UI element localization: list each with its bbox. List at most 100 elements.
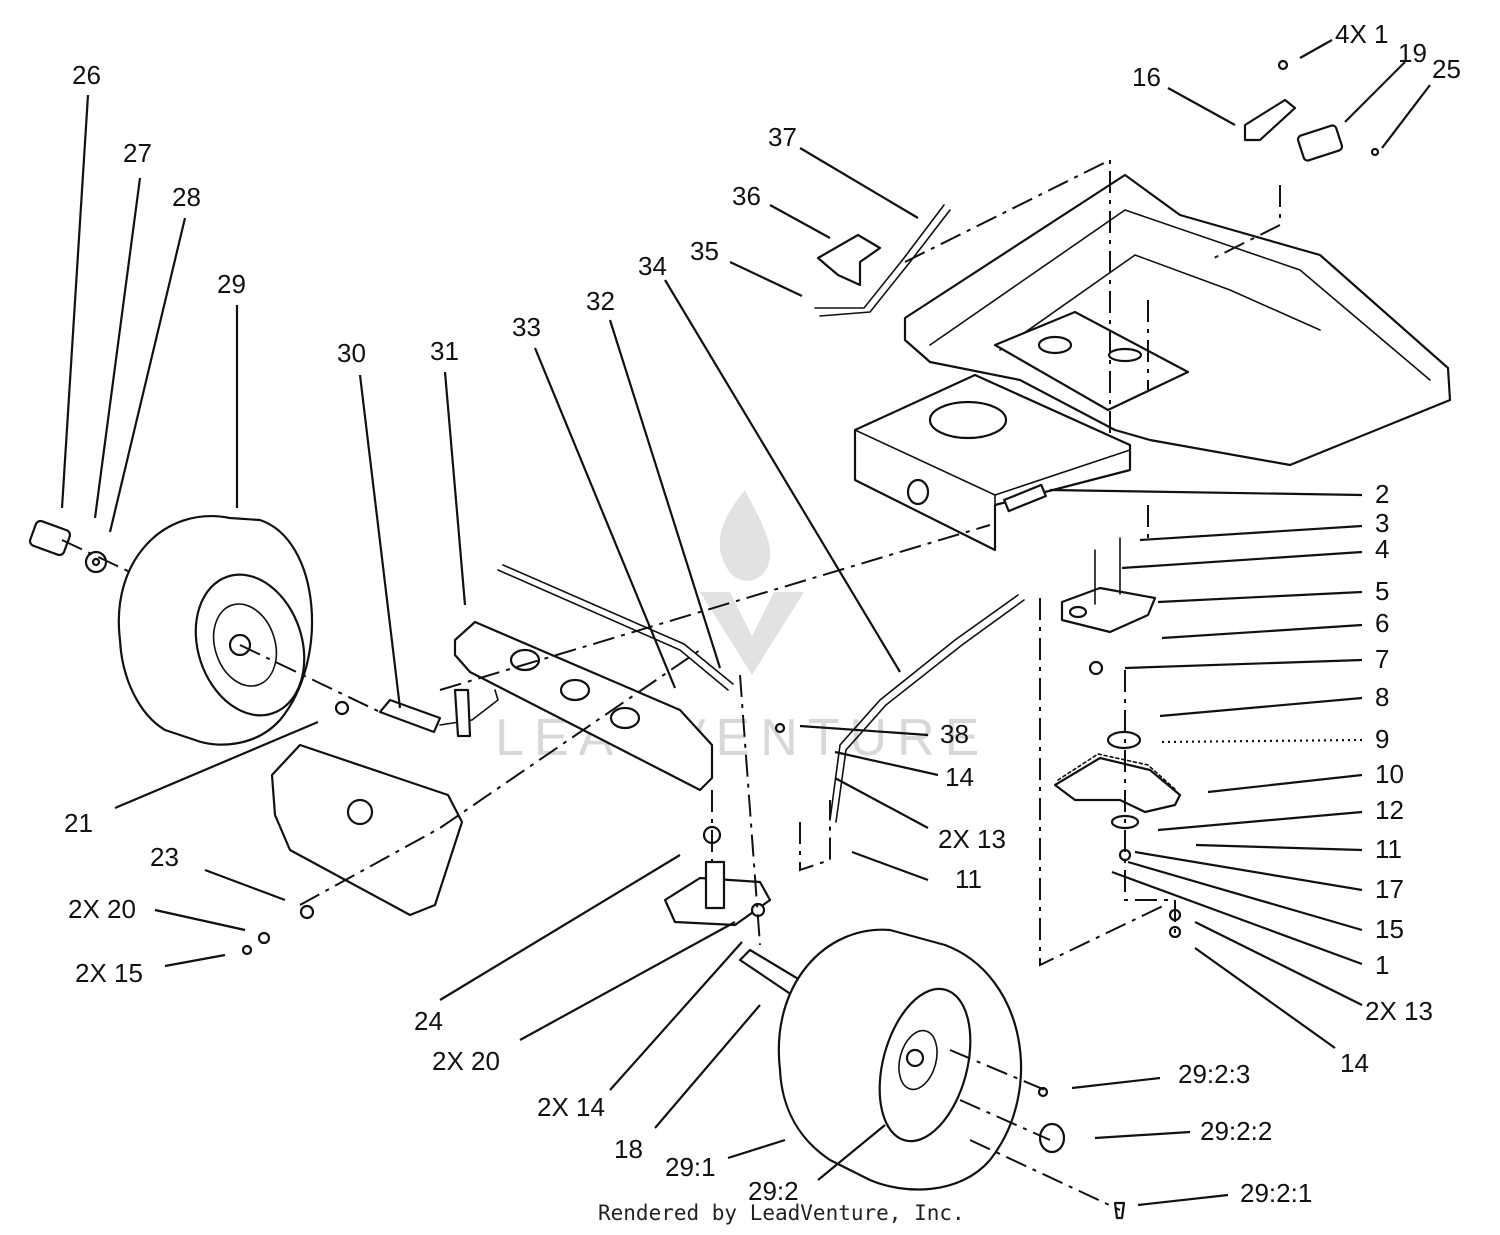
leader-29-2-2 (1094, 1130, 1191, 1140)
watermark-v-icon (700, 592, 804, 675)
axle-hole-2 (559, 678, 591, 702)
callout-28: 28 (172, 182, 201, 212)
bracket-16 (1243, 98, 1297, 142)
leader-31 (443, 371, 467, 606)
callout-16: 16 (1132, 62, 1161, 92)
leader-37 (799, 147, 919, 219)
leader-28 (108, 217, 187, 533)
leader-29-1 (727, 1138, 786, 1160)
leader-5 (1157, 590, 1363, 604)
leader-8 (1159, 696, 1363, 718)
callout-31: 31 (430, 336, 459, 366)
assembly-line-15 (959, 1099, 1051, 1141)
leader-23 (204, 868, 286, 902)
leader-2x13b (1194, 921, 1363, 1006)
leader-2 (1049, 488, 1363, 497)
leader-26 (60, 94, 90, 509)
shield-hole (346, 798, 374, 826)
callout-2x15: 2X 15 (75, 958, 143, 988)
bearing-29-2-2 (1038, 1122, 1066, 1154)
leader-4 (1121, 550, 1363, 570)
assembly-line-2 (1209, 185, 1281, 261)
nut-1 (1277, 59, 1289, 71)
watermark-flame-icon (719, 490, 771, 581)
washer-21 (334, 700, 350, 716)
leader-2x20b (519, 921, 736, 1041)
callout-11b: 11 (1375, 834, 1402, 864)
bracket-16-assembly (1243, 59, 1380, 162)
leader-9 (1159, 738, 1363, 744)
assembly-line-16 (969, 1139, 1121, 1211)
leader-19 (1344, 61, 1406, 123)
leader-14a (834, 750, 939, 777)
drag-link-34 (829, 594, 1019, 821)
callout-11a: 11 (955, 864, 982, 894)
axle-hole-1 (509, 648, 541, 672)
leader-2x15 (164, 953, 226, 968)
callout-38: 38 (940, 719, 969, 749)
bracket-36 (816, 233, 882, 287)
frame-assembly (853, 173, 1452, 552)
right-rim (878, 987, 972, 1143)
leader-32 (608, 319, 722, 669)
callout-36: 36 (732, 181, 761, 211)
front-axle-assembly (270, 620, 714, 917)
callout-15b: 15 (1375, 914, 1404, 944)
callout-14c: 14 (1340, 1048, 1369, 1078)
tie-rod-33-b (502, 564, 734, 685)
leader-29-2-3 (1071, 1076, 1161, 1090)
leader-36 (769, 204, 831, 239)
callout-4: 4 (1375, 534, 1389, 564)
leader-3 (1139, 524, 1363, 542)
callout-29-2-3: 29:2:3 (1178, 1059, 1250, 1089)
assembly-line-6 (439, 524, 991, 691)
steering-gear-assembly (1053, 537, 1182, 939)
assembly-line-4 (61, 539, 131, 573)
leader-16 (1167, 87, 1236, 126)
leader-34 (664, 279, 901, 673)
frame-side-hole (906, 478, 930, 506)
gear-teeth (1057, 753, 1177, 791)
rod-37-b (814, 204, 945, 309)
callout-21: 21 (64, 808, 93, 838)
spindle-24-post (704, 860, 726, 910)
part-25-screw (1370, 147, 1380, 157)
callout-32: 32 (586, 286, 615, 316)
assembly-line-14 (949, 1049, 1046, 1091)
frame-footrest (903, 173, 1452, 467)
tie-rod-33 (497, 569, 729, 691)
leader-4x1 (1299, 39, 1333, 59)
assembly-line-12 (739, 674, 761, 946)
callout-8: 8 (1375, 682, 1389, 712)
frame-front-box (853, 373, 1132, 552)
callout-29-2-2: 29:2:2 (1200, 1116, 1272, 1146)
leader-30 (358, 374, 402, 709)
part-19-block (1296, 124, 1344, 162)
callout-2: 2 (1375, 479, 1389, 509)
leader-38 (799, 724, 929, 737)
callout-37: 37 (768, 122, 797, 152)
callout-2x13b: 2X 13 (1365, 996, 1433, 1026)
assembly-lines (61, 158, 1281, 1211)
frame-plate-hole (1037, 335, 1073, 355)
callout-14a: 14 (945, 762, 974, 792)
leader-7 (1124, 658, 1363, 670)
callout-6: 6 (1375, 608, 1389, 638)
callout-29: 29 (217, 269, 246, 299)
callout-2x20b: 2X 20 (432, 1046, 500, 1076)
callout-17: 17 (1375, 874, 1404, 904)
callout-2x20a: 2X 20 (68, 894, 136, 924)
gear-10 (1053, 756, 1182, 814)
leader-25 (1381, 84, 1431, 149)
callout-29-2-1: 29:2:1 (1240, 1178, 1312, 1208)
watermark: LEADVENTURE (495, 490, 979, 767)
part-38 (774, 722, 786, 734)
callout-12: 12 (1375, 795, 1404, 825)
leader-18 (654, 1004, 761, 1129)
leader-33 (533, 347, 677, 689)
callout-33: 33 (512, 312, 541, 342)
right-rim-inner (898, 1029, 938, 1091)
spindle-arm (439, 689, 499, 726)
cap-26 (28, 519, 72, 557)
footer-credit: Rendered by LeadVenture, Inc. (598, 1201, 965, 1225)
